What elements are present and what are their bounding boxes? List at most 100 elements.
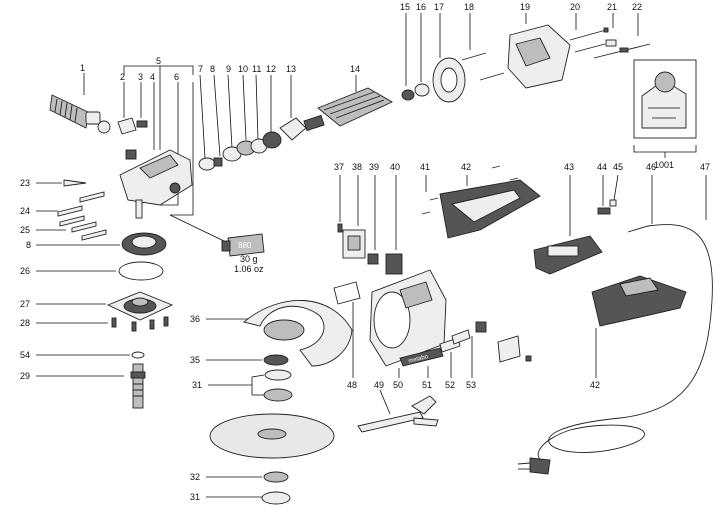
callout-47: 47 [700, 162, 710, 172]
callout-1: 1 [80, 63, 85, 73]
callout-28: 28 [20, 318, 30, 328]
callout-2: 2 [120, 72, 125, 82]
callout-3: 3 [138, 72, 143, 82]
field-coil-19 [507, 13, 571, 89]
callout-17: 17 [434, 2, 444, 12]
callout-49: 49 [374, 380, 384, 390]
callout-23: 23 [20, 178, 30, 188]
leader-8-bracket [170, 82, 194, 216]
handle-cover-42b [591, 275, 687, 378]
callout-38: 38 [352, 162, 362, 172]
callout-41: 41 [420, 162, 430, 172]
callout-11: 11 [252, 64, 261, 74]
brushes-20-21-22 [569, 13, 651, 59]
brand-label-51 [399, 347, 444, 378]
grease-tube-label: 880 [238, 241, 252, 250]
callout-37: 37 [334, 162, 344, 172]
clamping-nut-32 [206, 471, 289, 483]
callout-12: 12 [266, 64, 276, 74]
o-ring [36, 261, 164, 281]
power-cable [517, 175, 713, 475]
callout-43: 43 [564, 162, 574, 172]
callout-1001: 1001 [654, 160, 674, 170]
callout-16: 16 [416, 2, 426, 12]
callout-46: 46 [646, 162, 656, 172]
callout-20: 20 [570, 2, 580, 12]
callout-14: 14 [350, 64, 360, 74]
screws-18 [461, 13, 505, 81]
callout-32: 32 [190, 472, 200, 482]
callout-8: 8 [210, 64, 215, 74]
callout-24: 24 [20, 206, 30, 216]
callout-13: 13 [286, 64, 296, 74]
callout-21: 21 [607, 2, 617, 12]
label-plate-48 [333, 281, 361, 378]
callout-4: 4 [150, 72, 155, 82]
brand-label-text: metabo [408, 354, 430, 365]
callout-29: 29 [20, 371, 30, 381]
support-flange-31a [208, 369, 293, 402]
callout-25: 25 [20, 225, 30, 235]
callout-15: 15 [400, 2, 410, 12]
parts-44-45 [597, 174, 619, 215]
callout-26: 26 [20, 266, 30, 276]
callout-54: 54 [20, 350, 30, 360]
side-handle [49, 73, 111, 134]
wheel-guard [206, 300, 353, 367]
callout-18: 18 [464, 2, 474, 12]
screws-41 [421, 175, 439, 215]
callout-36: 36 [190, 314, 200, 324]
callout-35: 35 [190, 355, 200, 365]
leader-6 [160, 82, 179, 206]
callout-22: 22 [632, 2, 642, 12]
spindle [36, 363, 146, 409]
bearings-15-16 [401, 13, 430, 101]
callout-44: 44 [597, 162, 607, 172]
part-2-3-4 [117, 82, 155, 160]
gear-housing [119, 149, 193, 219]
flange-nut-35 [206, 354, 289, 366]
callout-8b: 8 [26, 240, 31, 250]
grease-weight-g: 30 g [240, 254, 258, 264]
electronics-43 [533, 175, 603, 275]
flange-screws [36, 316, 169, 332]
switch-40 [385, 175, 403, 275]
callout-31b: 31 [190, 492, 200, 502]
callout-50: 50 [393, 380, 403, 390]
screws-23-24-25 [36, 179, 107, 241]
circlip [36, 351, 145, 359]
grinding-disc [209, 413, 335, 459]
fan-17 [432, 13, 466, 103]
gear-stack [198, 74, 307, 171]
bracket-5 [123, 65, 194, 75]
bearing-flange [36, 291, 174, 321]
callout-48: 48 [347, 380, 357, 390]
callout-19: 19 [520, 2, 530, 12]
pin-wrench [357, 389, 439, 433]
callout-51: 51 [422, 380, 432, 390]
callout-31a: 31 [192, 380, 202, 390]
motor-housing [369, 269, 447, 378]
support-flange-31b [206, 491, 291, 505]
callout-42a: 42 [461, 162, 471, 172]
callout-7: 7 [198, 64, 203, 74]
callout-39: 39 [369, 162, 379, 172]
grease-weight-oz: 1.06 oz [234, 264, 264, 274]
callout-53: 53 [466, 380, 476, 390]
grease-tube [169, 214, 265, 257]
bevel-gear [36, 232, 167, 256]
armature [303, 75, 393, 132]
callout-5: 5 [156, 56, 161, 66]
callout-40: 40 [390, 162, 400, 172]
detail-box-1001 [633, 59, 697, 158]
handle-shell-42a [439, 165, 541, 239]
callout-27: 27 [20, 299, 30, 309]
callout-45: 45 [613, 162, 623, 172]
callout-42b: 42 [590, 380, 600, 390]
callout-9: 9 [226, 64, 231, 74]
callout-10: 10 [238, 64, 248, 74]
callout-52: 52 [445, 380, 455, 390]
parts-37-38-39 [337, 175, 379, 265]
